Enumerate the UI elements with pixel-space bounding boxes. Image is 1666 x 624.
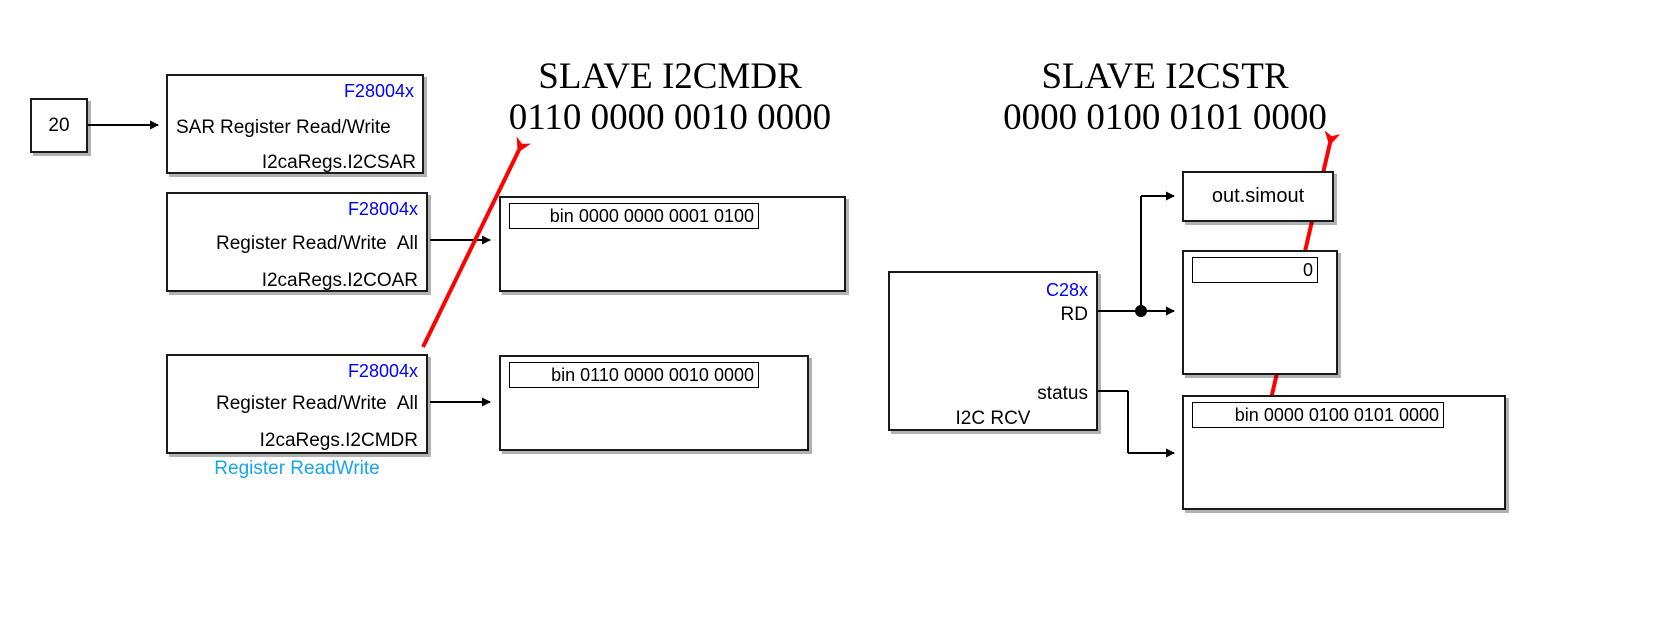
i2cmdr-bottom-label: I2caRegs.I2CMDR [259, 430, 418, 451]
constant-20-value: 20 [48, 114, 70, 136]
i2c-rcv-status-port-label: status [1037, 383, 1088, 404]
display-status[interactable]: bin 0000 0100 0101 0000 [1182, 395, 1506, 510]
i2cmdr-register-read-write-block[interactable]: F28004x Register Read/Write All I2caRegs… [166, 354, 428, 454]
i2coar-chip-tag: F28004x [347, 199, 418, 219]
i2csar-main-label: Register Read/Write [220, 117, 391, 138]
wire-status-to-display [1098, 390, 1175, 458]
i2csar-bottom-label: I2caRegs.I2CSAR [261, 152, 416, 173]
display-rd-field: 0 [1192, 257, 1318, 283]
i2csar-port-label: SAR [176, 117, 216, 138]
display-i2cmdr[interactable]: bin 0110 0000 0010 0000 [499, 355, 809, 451]
i2c-rcv-bottom-label: I2C RCV [955, 408, 1031, 429]
display-status-field: bin 0000 0100 0101 0000 [1192, 402, 1444, 428]
i2cmdr-main-label: Register Read/Write [216, 393, 387, 414]
slave-i2cstr-title-line1: SLAVE I2CSTR [1041, 56, 1289, 97]
slave-i2cmdr-title-line2: 0110 0000 0010 0000 [508, 97, 832, 139]
i2csar-register-read-write-block[interactable]: F28004x SAR Register Read/Write I2caRegs… [166, 74, 424, 174]
i2cmdr-sub-label: Register ReadWrite [214, 458, 380, 479]
out-simout-label: out.simout [1211, 185, 1305, 207]
display-i2coar-field: bin 0000 0000 0001 0100 [509, 203, 759, 229]
display-i2coar[interactable]: bin 0000 0000 0001 0100 [499, 196, 846, 292]
slave-i2cstr-title: SLAVE I2CSTR 0000 0100 0101 0000 [955, 56, 1375, 139]
slave-i2cstr-title-line2: 0000 0100 0101 0000 [1003, 97, 1327, 139]
i2c-rcv-rd-port-label: RD [1060, 304, 1088, 325]
i2coar-main-label: Register Read/Write [216, 233, 387, 254]
slave-i2cmdr-title: SLAVE I2CMDR 0110 0000 0010 0000 [460, 56, 880, 139]
i2coar-register-read-write-block[interactable]: F28004x Register Read/Write All I2caRegs… [166, 192, 428, 292]
i2c-rcv-chip-tag: C28x [1045, 280, 1088, 300]
i2cmdr-out-port-label: All [396, 393, 418, 414]
constant-20-block[interactable]: 20 [30, 98, 88, 153]
wire-rd-branch [1098, 191, 1175, 317]
display-rd[interactable]: 0 [1182, 250, 1338, 375]
i2cmdr-chip-tag: F28004x [347, 361, 418, 381]
i2csar-chip-tag: F28004x [343, 81, 414, 101]
i2coar-out-port-label: All [396, 233, 418, 254]
slave-i2cmdr-title-line1: SLAVE I2CMDR [538, 56, 802, 97]
i2coar-bottom-label: I2caRegs.I2COAR [261, 270, 418, 291]
out-simout-block[interactable]: out.simout [1182, 171, 1334, 222]
display-i2cmdr-field: bin 0110 0000 0010 0000 [509, 362, 759, 388]
i2c-rcv-block[interactable]: C28x RD status I2C RCV [888, 271, 1098, 431]
